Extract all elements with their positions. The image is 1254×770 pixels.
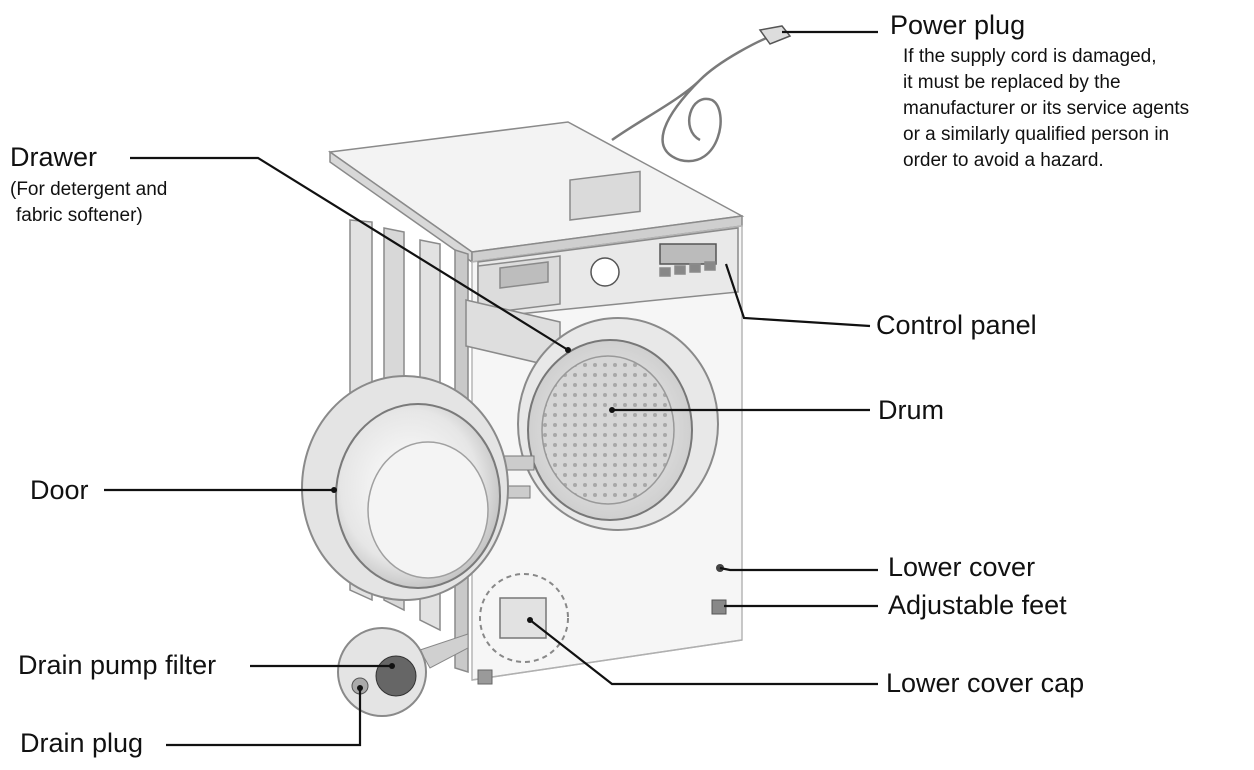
label-power-plug: Power plug (890, 10, 1026, 40)
label-door: Door (30, 475, 89, 505)
program-dial (590, 257, 620, 287)
label-drain-pump-filter: Drain pump filter (18, 650, 217, 680)
drawer-note-line-2: fabric softener) (16, 205, 143, 226)
label-drawer: Drawer (10, 142, 98, 172)
door (301, 375, 509, 601)
display-window (659, 243, 717, 265)
label-lower-cover-cap: Lower cover cap (886, 668, 1085, 698)
lower-cover-cap (479, 573, 569, 663)
label-control-panel: Control panel (876, 310, 1037, 340)
label-adjustable-feet: Adjustable feet (888, 590, 1067, 620)
leader-lines (104, 30, 878, 747)
label-drum: Drum (878, 395, 944, 425)
drawer-note-line-1: (For detergent and (10, 179, 168, 200)
drain-pump-filter (337, 627, 469, 717)
label-drain-plug: Drain plug (20, 728, 144, 758)
adjustable-foot (711, 599, 727, 615)
power-plug-icon (758, 25, 792, 45)
label-lower-cover: Lower cover (888, 552, 1036, 582)
drum (495, 317, 719, 531)
power-cord (611, 34, 773, 163)
power-plug-note: If the supply cord is damaged, it must b… (903, 46, 1190, 171)
